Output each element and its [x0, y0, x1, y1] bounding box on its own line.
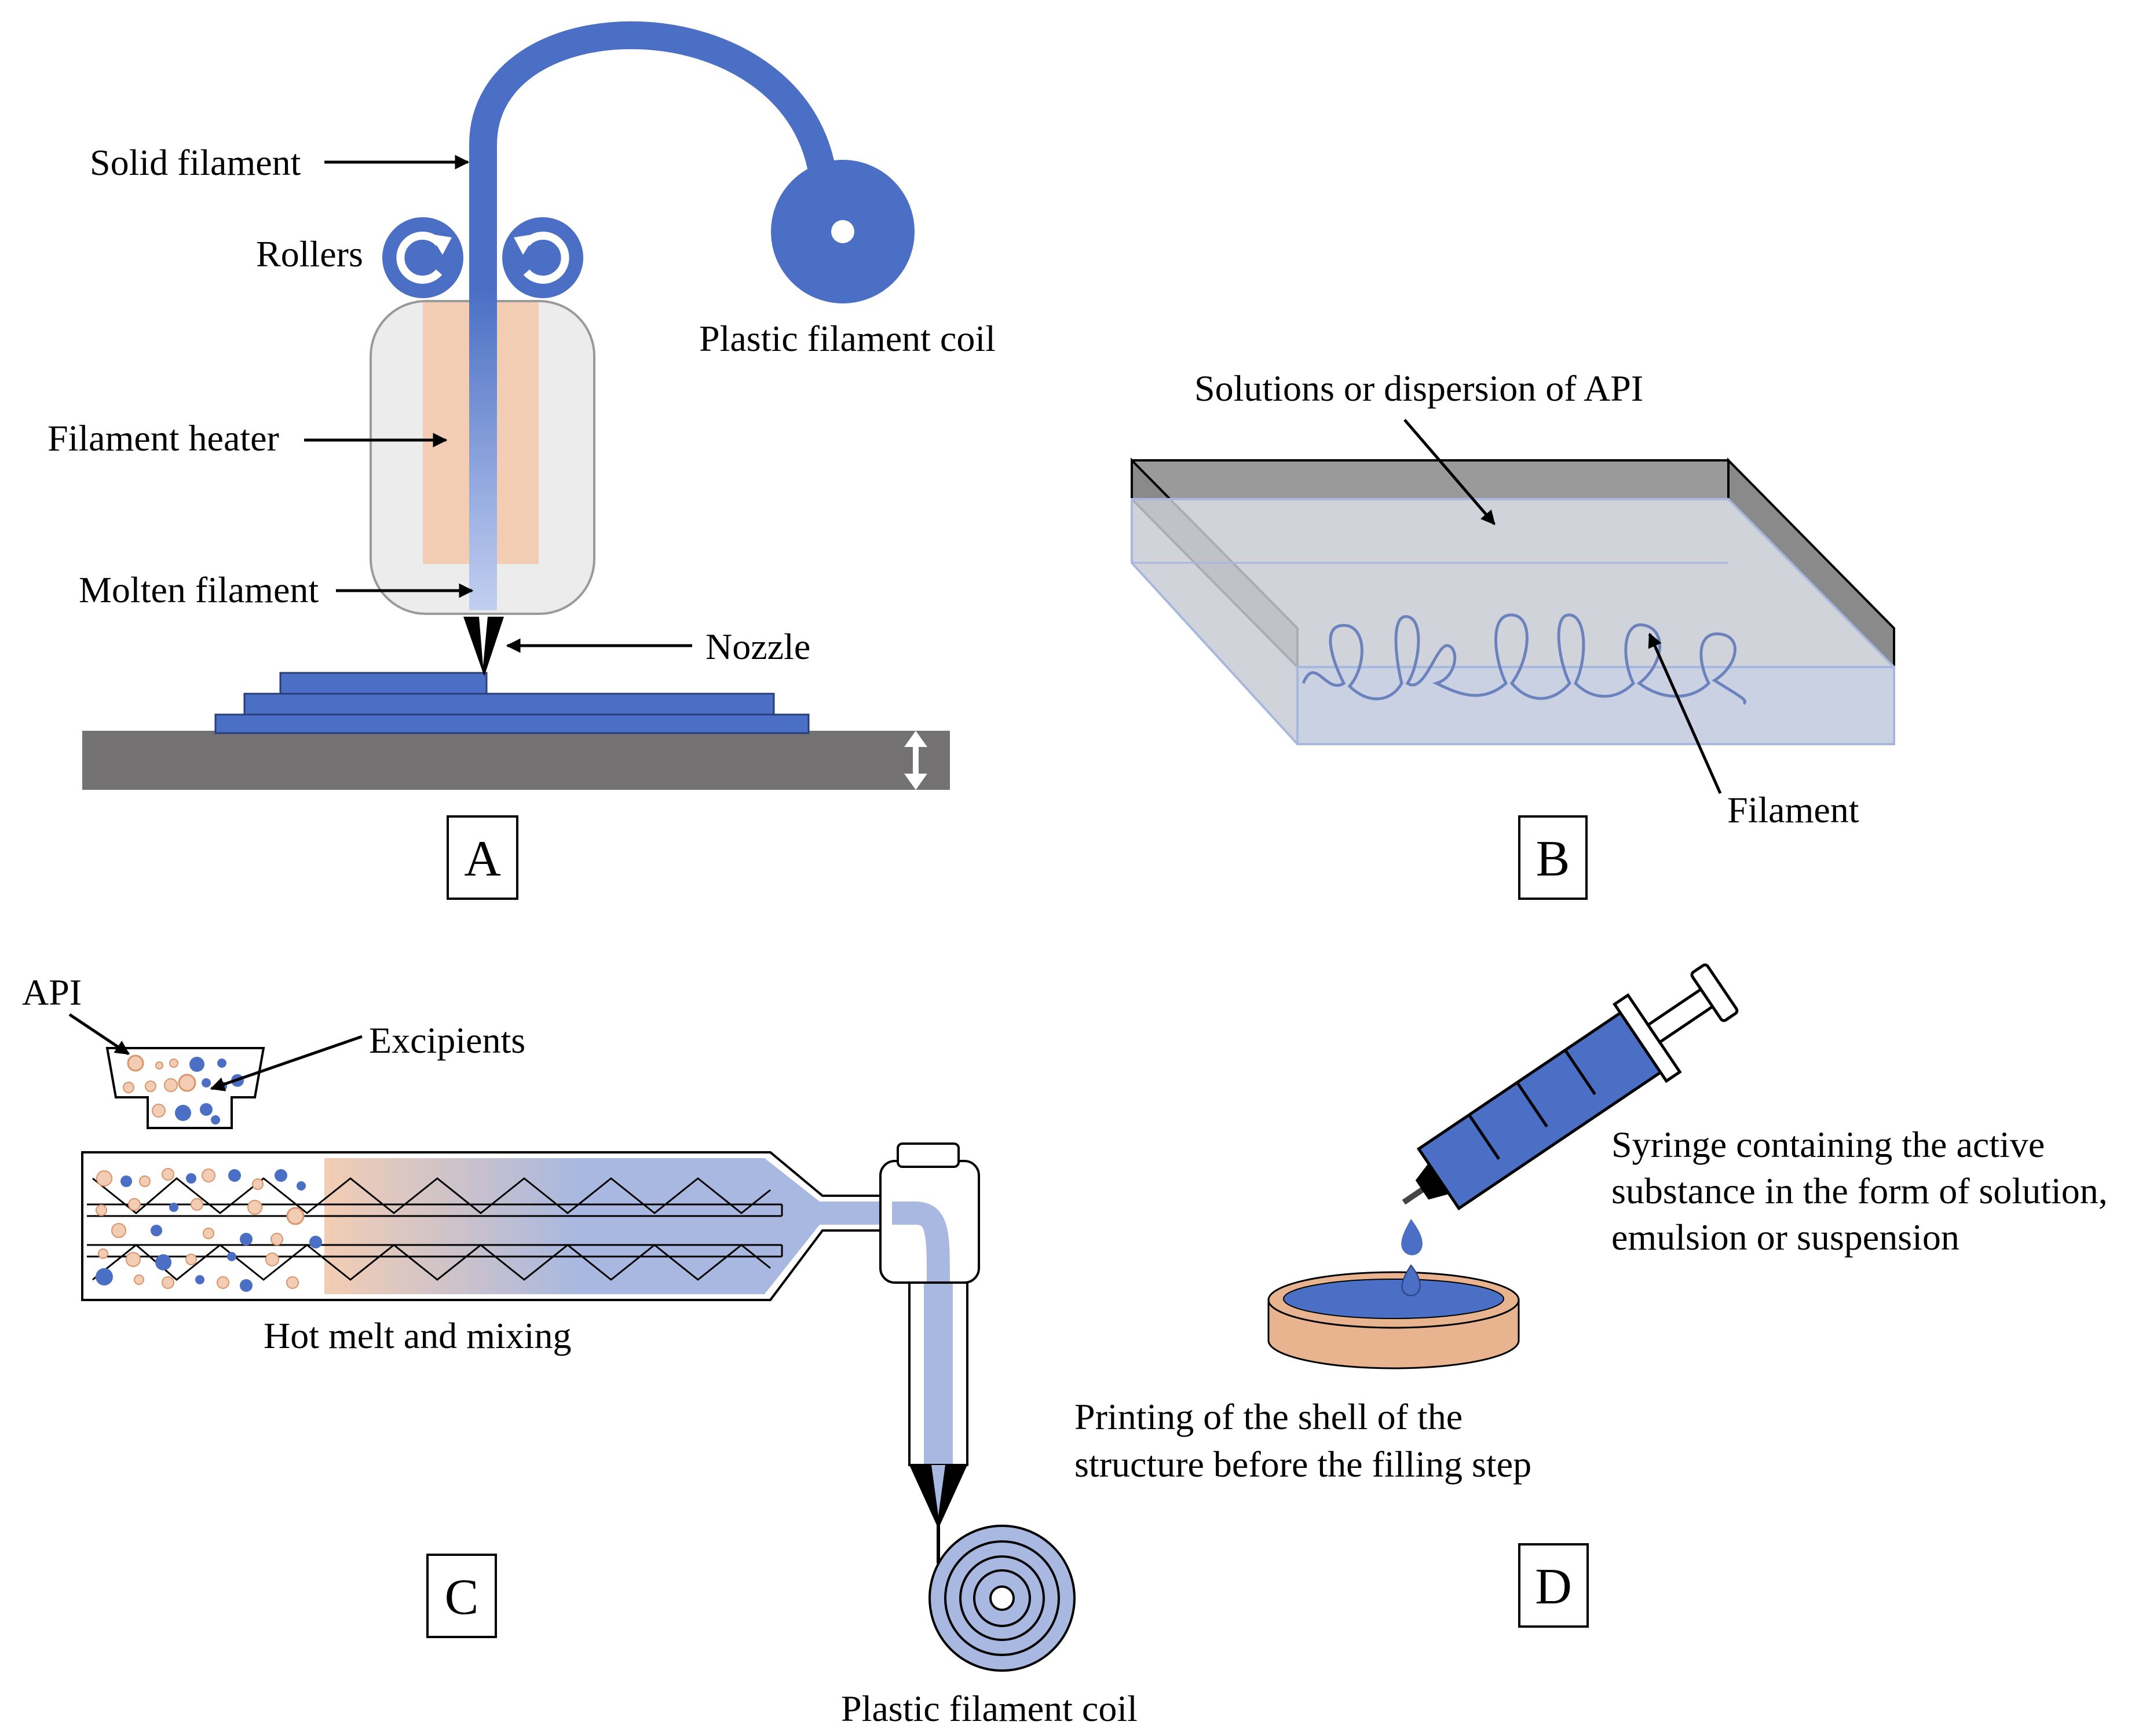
hot-melt-label: Hot melt and mixing	[264, 1315, 572, 1356]
syringe-label-line-1: Syringe containing the active	[1611, 1124, 2045, 1165]
printed-shell-dish	[1267, 1271, 1520, 1369]
filament-squiggle	[1302, 613, 1746, 705]
build-bed	[82, 731, 950, 790]
excipients-label: Excipients	[369, 1020, 525, 1061]
droplet-lower	[1401, 1264, 1421, 1296]
panel-b-letter-box	[1518, 815, 1588, 900]
syringe	[1402, 963, 1739, 1211]
die-nozzle	[909, 1465, 967, 1529]
solution-label: Solutions or dispersion of API	[1194, 368, 1643, 409]
panel-d: Syringe containing the active substance …	[1074, 963, 2108, 1628]
bed-movement-arrow-icon	[904, 731, 927, 790]
extruder-screw	[87, 1177, 783, 1281]
printed-layer-3	[279, 672, 488, 695]
left-roller-icon	[382, 217, 463, 298]
printed-layer-2	[243, 693, 775, 716]
melt-zone	[324, 1158, 892, 1294]
api-pointer	[68, 1013, 130, 1056]
output-filament-coil	[928, 1525, 1076, 1672]
panel-c: API Excipients Hot melt and mixing Plast…	[22, 972, 1138, 1729]
solution-pointer	[1403, 419, 1496, 525]
tray-back-wall	[1131, 459, 1730, 500]
droplet-upper	[1401, 1219, 1423, 1255]
syringe-label-line-2: substance in the form of solution,	[1611, 1170, 2108, 1211]
nozzle-label: Nozzle	[705, 626, 810, 667]
shell-label-line-2: structure before the filling step	[1074, 1444, 1531, 1485]
vertical-pipe-melt	[924, 1284, 953, 1464]
panel-d-letter-box	[1518, 1543, 1589, 1628]
panel-d-letter: D	[1535, 1559, 1572, 1615]
syringe-label-line-3: emulsion or suspension	[1611, 1217, 1959, 1258]
printed-layer-1	[214, 713, 810, 734]
die-block-melt	[892, 1202, 950, 1283]
die-cap	[897, 1142, 960, 1168]
molten-filament-label: Molten filament	[79, 569, 319, 610]
plastic-filament-coil-label: Plastic filament coil	[699, 318, 996, 359]
panel-a: Solid filament Rollers Plastic filament …	[47, 21, 996, 900]
panel-b: Solutions or dispersion of API Filament …	[1131, 368, 1895, 900]
filament-pointer	[1648, 632, 1722, 794]
panel-c-letter: C	[445, 1569, 479, 1625]
panel-a-letter-box	[447, 815, 518, 900]
coil-hub	[831, 220, 854, 243]
panel-a-letter: A	[464, 831, 501, 887]
molten-filament	[469, 290, 497, 610]
filament-heater-label: Filament heater	[47, 417, 279, 459]
filament-label: Filament	[1727, 789, 1859, 830]
rollers-label: Rollers	[256, 233, 363, 274]
tray-front-face	[1296, 666, 1895, 745]
panel-c-letter-box	[426, 1554, 497, 1638]
excipients-pointer	[210, 1035, 363, 1092]
shell-label-line-1: Printing of the shell of the	[1074, 1396, 1463, 1437]
hopper-particles	[123, 1054, 244, 1125]
output-coil-label: Plastic filament coil	[841, 1688, 1138, 1729]
right-roller-icon	[502, 217, 583, 298]
solid-filament-label: Solid filament	[90, 142, 301, 183]
api-label: API	[22, 972, 82, 1013]
panel-b-letter: B	[1536, 831, 1570, 887]
nozzle	[463, 617, 504, 676]
barrel-particles	[96, 1168, 322, 1292]
